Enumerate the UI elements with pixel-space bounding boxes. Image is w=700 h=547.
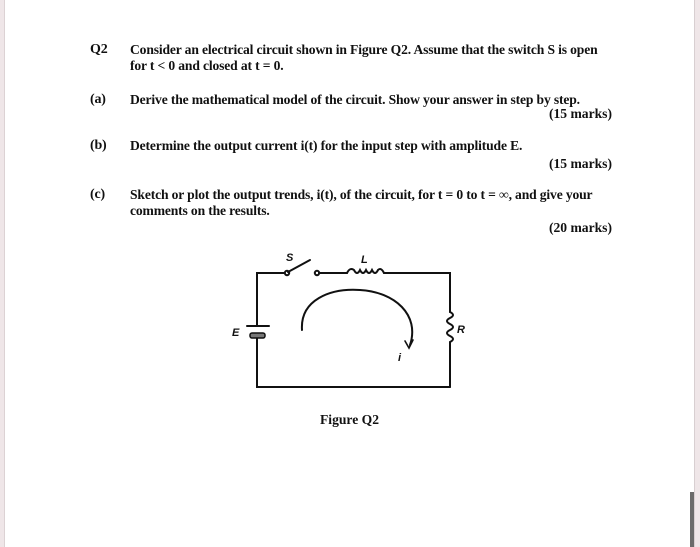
right-scrollbar-track[interactable] (694, 0, 700, 547)
part-c-text: Sketch or plot the output trends, i(t), … (130, 187, 618, 219)
part-b-text: Determine the output current i(t) for th… (130, 138, 523, 153)
bottom-wire (256, 337, 451, 388)
part-a-text: Derive the mathematical model of the cir… (130, 92, 580, 107)
resistor-zigzag (446, 311, 454, 388)
inductor-label: L (361, 254, 368, 266)
switch-blade (287, 259, 311, 273)
part-a-marks: (15 marks) (548, 106, 612, 121)
part-a-label: (a) (90, 92, 106, 107)
inductor-coil (346, 267, 385, 274)
question-number: Q2 (90, 42, 108, 57)
part-c-text-line1: Sketch or plot the output trends, i(t), … (130, 187, 593, 202)
left-edge-shade (0, 0, 5, 547)
battery-short-plate (249, 332, 266, 339)
part-c-marks: (20 marks) (548, 220, 612, 235)
switch-label: S (286, 252, 294, 264)
left-top-wire (256, 272, 286, 326)
question-intro-line1: Consider an electrical circuit shown in … (130, 42, 598, 57)
current-arrowhead (404, 339, 414, 350)
resistor-label: R (457, 324, 465, 336)
part-c-label: (c) (90, 187, 105, 202)
part-c-text-line2: comments on the results. (130, 203, 270, 218)
figure-caption: Figure Q2 (320, 412, 380, 427)
scrollbar-thumb[interactable] (690, 492, 694, 547)
part-b-label: (b) (90, 138, 107, 153)
wire-inductor-to-resistor (383, 272, 451, 313)
current-direction-arc (300, 288, 414, 346)
part-b-marks: (15 marks) (548, 156, 612, 171)
source-label: E (232, 327, 240, 339)
question-intro-line2: for t < 0 and closed at t = 0. (130, 58, 284, 73)
question-intro: Consider an electrical circuit shown in … (130, 42, 618, 74)
current-label: i (398, 352, 402, 364)
